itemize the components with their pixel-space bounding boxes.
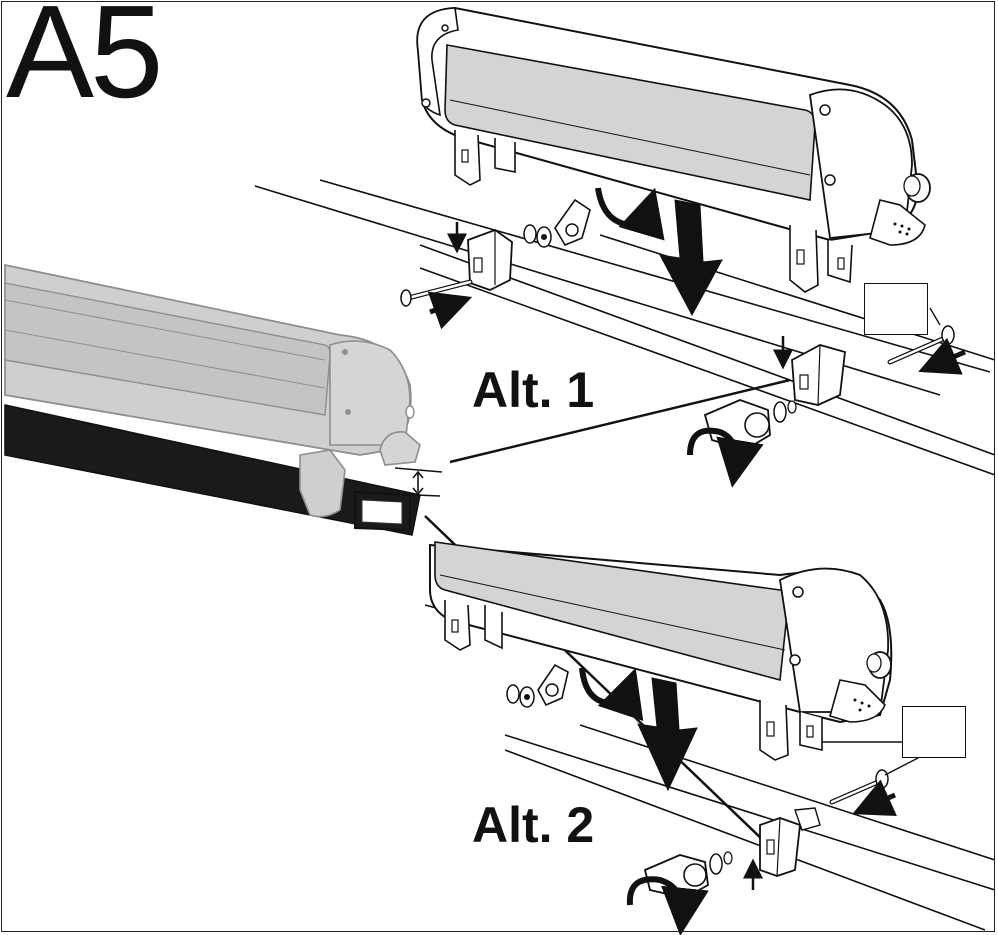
lock-knob-icon (903, 173, 931, 203)
rotate-arrow-icon (687, 427, 764, 488)
ski-carrier-bottom (429, 541, 893, 761)
ski-carrier-top (416, 6, 931, 293)
alt-1-label: Alt. 1 (472, 362, 595, 418)
push-arrow-icon (852, 779, 897, 817)
gap-dimension-marker (391, 467, 443, 497)
push-arrow-icon (427, 291, 473, 330)
washer-nut-bottom (506, 663, 569, 708)
bolt-left (400, 279, 473, 307)
warning-box (902, 706, 966, 758)
step-label: A5 (6, 0, 163, 125)
rotate-arrow-icon (626, 876, 709, 935)
lock-knob-icon (866, 651, 892, 679)
down-arrow-icon (637, 677, 698, 792)
clamp-bracket-right (791, 344, 846, 406)
washer-nut-left (523, 198, 591, 248)
down-arrow-icon (659, 199, 723, 317)
clamp-bracket-bottom (759, 807, 821, 877)
leader-line-alt1 (449, 378, 791, 464)
ghost-ski-carrier (4, 263, 421, 518)
rotate-arrow-icon (595, 187, 665, 241)
warning-box (864, 283, 928, 335)
push-arrow-icon (918, 337, 966, 375)
rotate-arrow-icon (579, 667, 644, 722)
alt-2-label: Alt. 2 (472, 797, 595, 853)
